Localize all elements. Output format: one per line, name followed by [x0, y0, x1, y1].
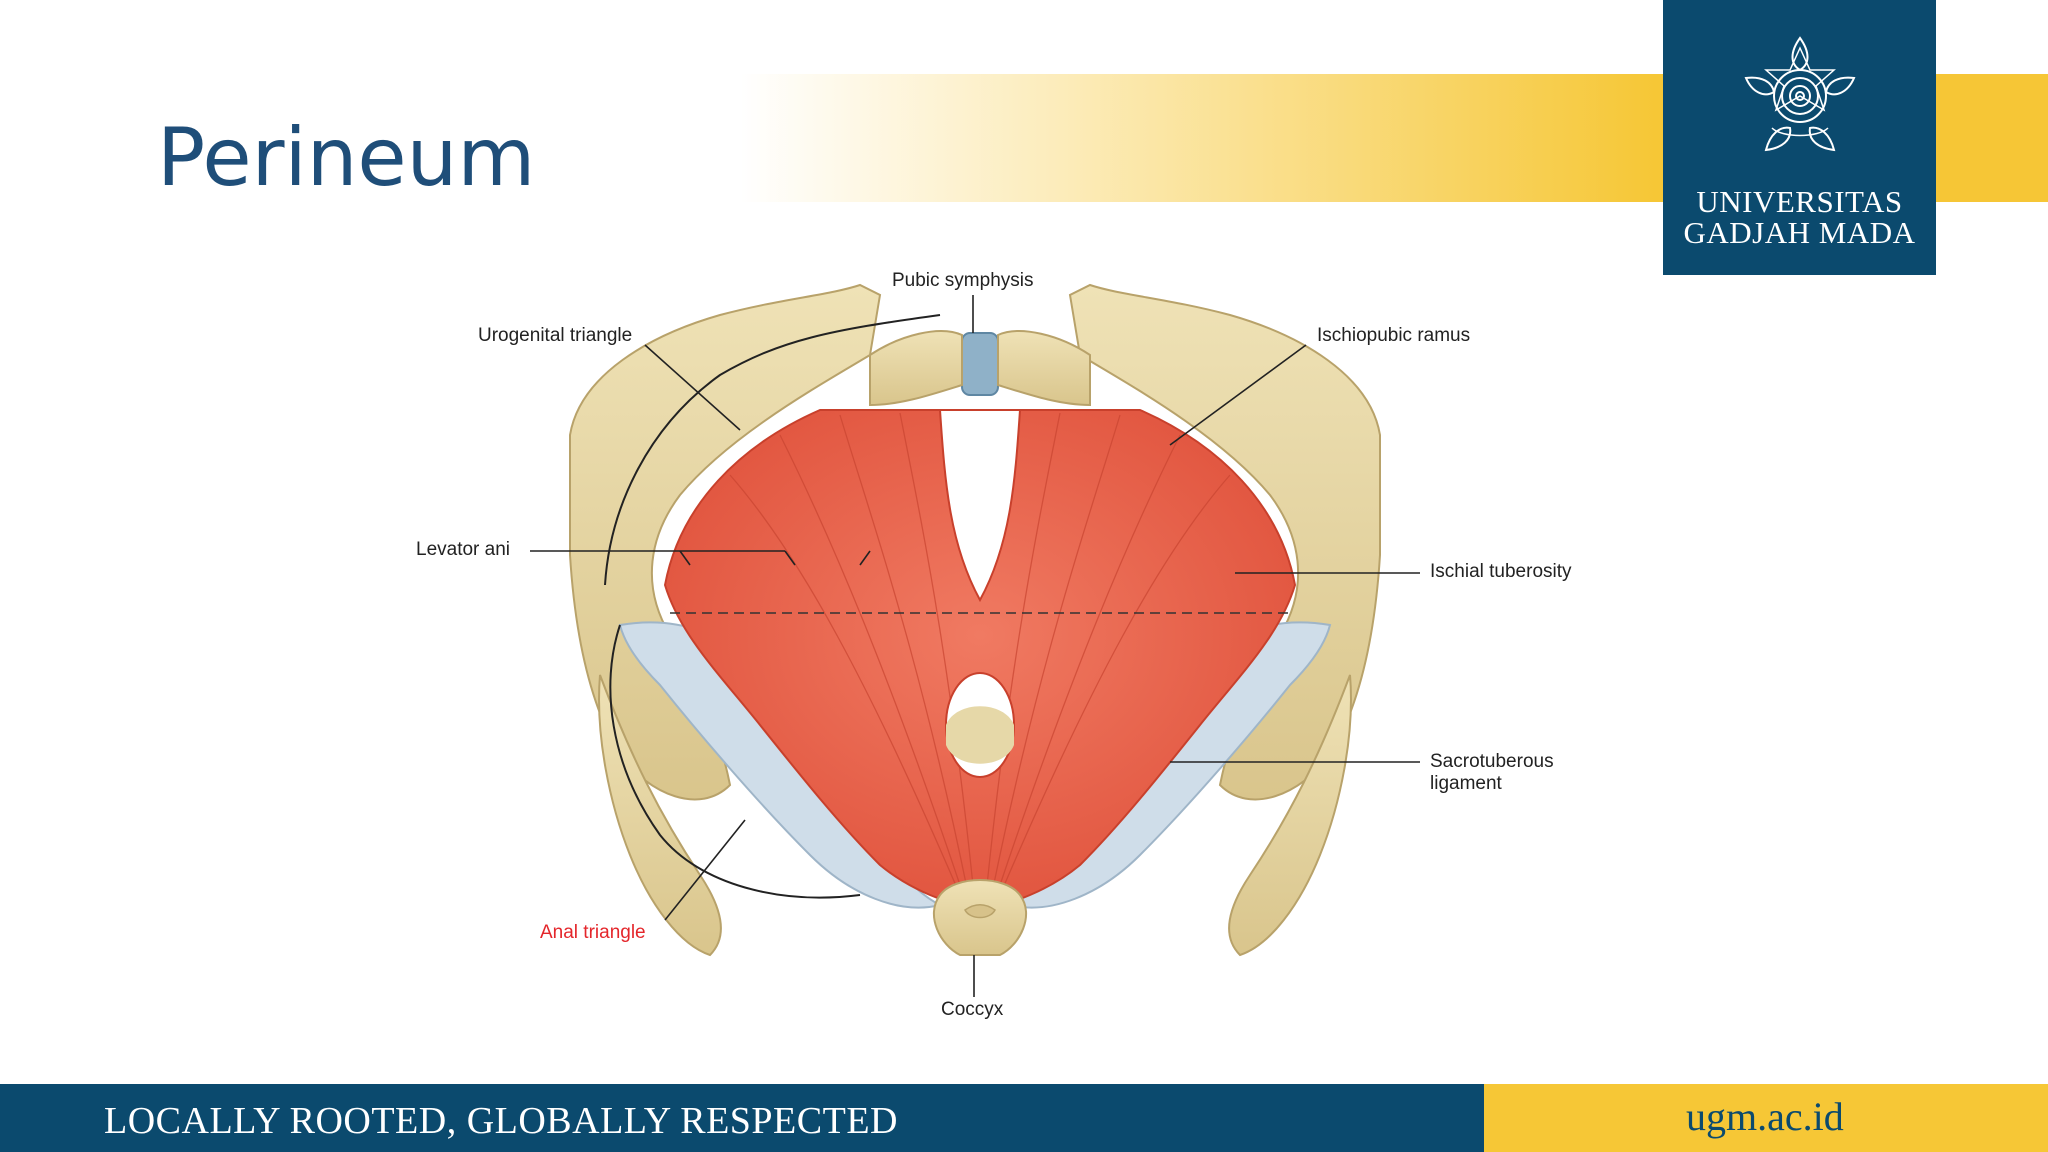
- label-anal-triangle: Anal triangle: [540, 922, 646, 943]
- label-ligament: ligament: [1430, 773, 1502, 794]
- ugm-emblem-icon: [1744, 36, 1856, 152]
- logo-text-line-1: UNIVERSITAS: [1696, 184, 1903, 219]
- footer-gold-bar: [1484, 1084, 2048, 1152]
- logo-text-line-2: GADJAH MADA: [1683, 215, 1916, 250]
- footer-website: ugm.ac.id: [1686, 1094, 1844, 1139]
- label-pubic-symphysis: Pubic symphysis: [892, 270, 1034, 291]
- footer-tagline: LOCALLY ROOTED, GLOBALLY RESPECTED: [104, 1100, 898, 1142]
- label-ischiopubic-ramus: Ischiopubic ramus: [1317, 325, 1471, 346]
- label-urogenital-triangle: Urogenital triangle: [478, 325, 633, 346]
- perineum-diagram: Pubic symphysis Urogenital triangle Isch…: [400, 255, 1640, 1035]
- footer-navy-bar: [0, 1084, 1484, 1152]
- slide-title: Perineum: [157, 111, 536, 204]
- university-logo: UNIVERSITAS GADJAH MADA: [1663, 0, 1936, 275]
- label-sacrotuberous: Sacrotuberous: [1430, 751, 1554, 772]
- pelvis-illustration: [530, 283, 1420, 997]
- label-coccyx: Coccyx: [941, 999, 1004, 1020]
- label-ischial-tuberosity: Ischial tuberosity: [1430, 561, 1572, 582]
- label-levator-ani: Levator ani: [416, 539, 511, 560]
- pubic-symphysis: [961, 332, 999, 396]
- urogenital-hiatus: [938, 409, 1022, 603]
